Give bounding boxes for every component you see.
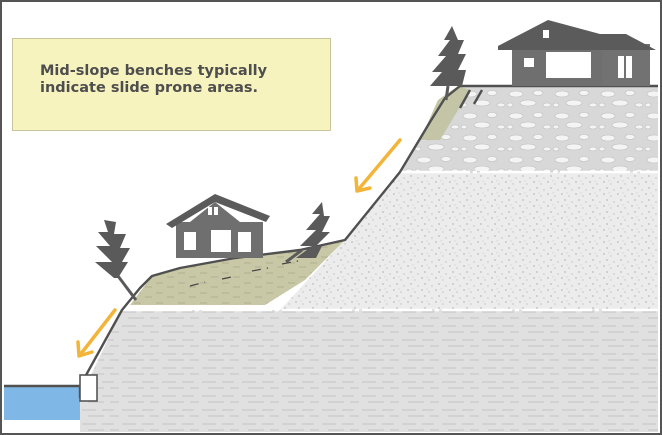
lower-clay-layer: [80, 310, 658, 432]
down-left-arrow-icon: [354, 138, 402, 193]
tension-cracks: [458, 89, 484, 109]
upper-gravel-layer: [400, 86, 658, 172]
house-icon: [166, 194, 270, 258]
toe-structure: [79, 374, 98, 402]
callout-text: Mid-slope benches typically indicate sli…: [40, 63, 268, 96]
down-left-arrow-icon: [76, 308, 117, 358]
callout-box: Mid-slope benches typically indicate sli…: [12, 38, 331, 131]
conifer-tree-icon: [285, 202, 330, 264]
conifer-tree-icon: [430, 26, 466, 101]
house-icon: [498, 20, 656, 86]
middle-sand-layer: [280, 172, 658, 310]
slip-surface-lines: [189, 260, 299, 287]
conifer-tree-icon: [95, 220, 138, 301]
head-scarp: [420, 86, 470, 140]
water-body: [4, 386, 80, 420]
